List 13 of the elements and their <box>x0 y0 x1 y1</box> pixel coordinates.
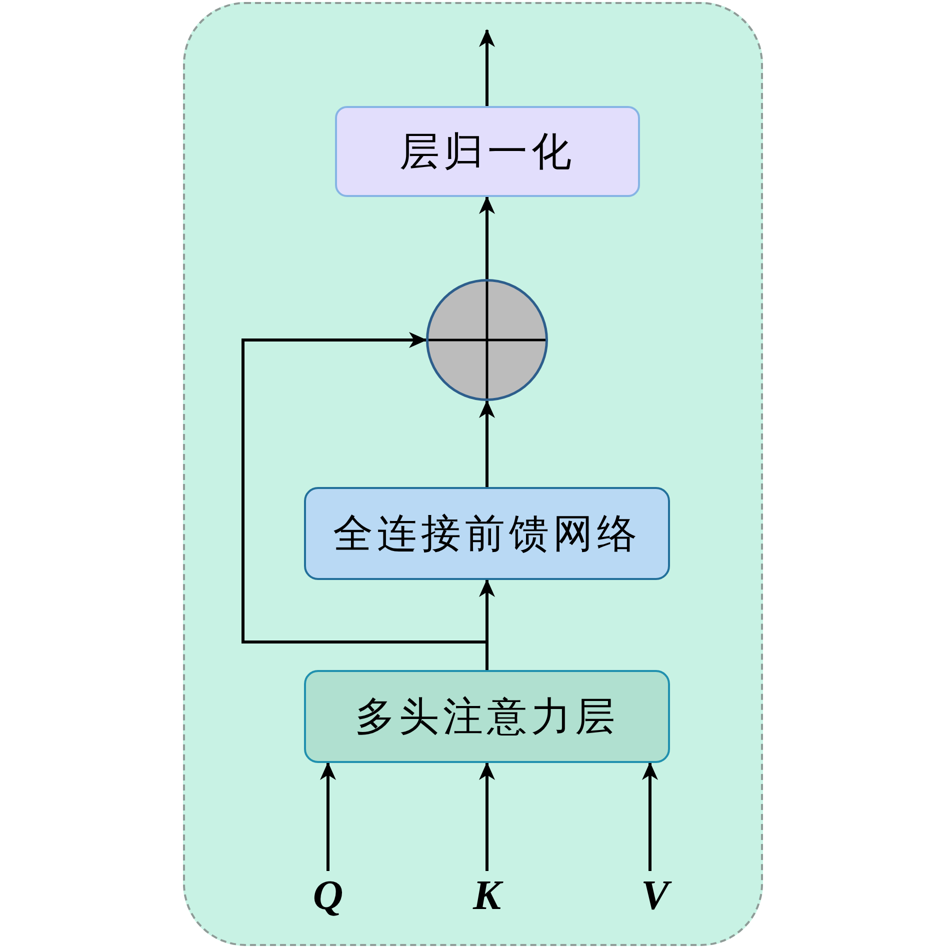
process-box: 层归一化 <box>335 106 640 197</box>
arrow <box>479 400 495 487</box>
block-frame <box>183 2 763 946</box>
plus-circle <box>426 279 548 401</box>
arrow <box>320 762 336 871</box>
process-box: 多头注意力层 <box>304 670 670 763</box>
process-box: 全连接前馈网络 <box>304 487 670 580</box>
input-label: K <box>473 874 501 918</box>
input-label: Q <box>312 874 344 918</box>
arrow <box>479 196 495 279</box>
arrow <box>479 762 495 871</box>
arrow <box>642 762 658 871</box>
arrow <box>479 29 495 106</box>
